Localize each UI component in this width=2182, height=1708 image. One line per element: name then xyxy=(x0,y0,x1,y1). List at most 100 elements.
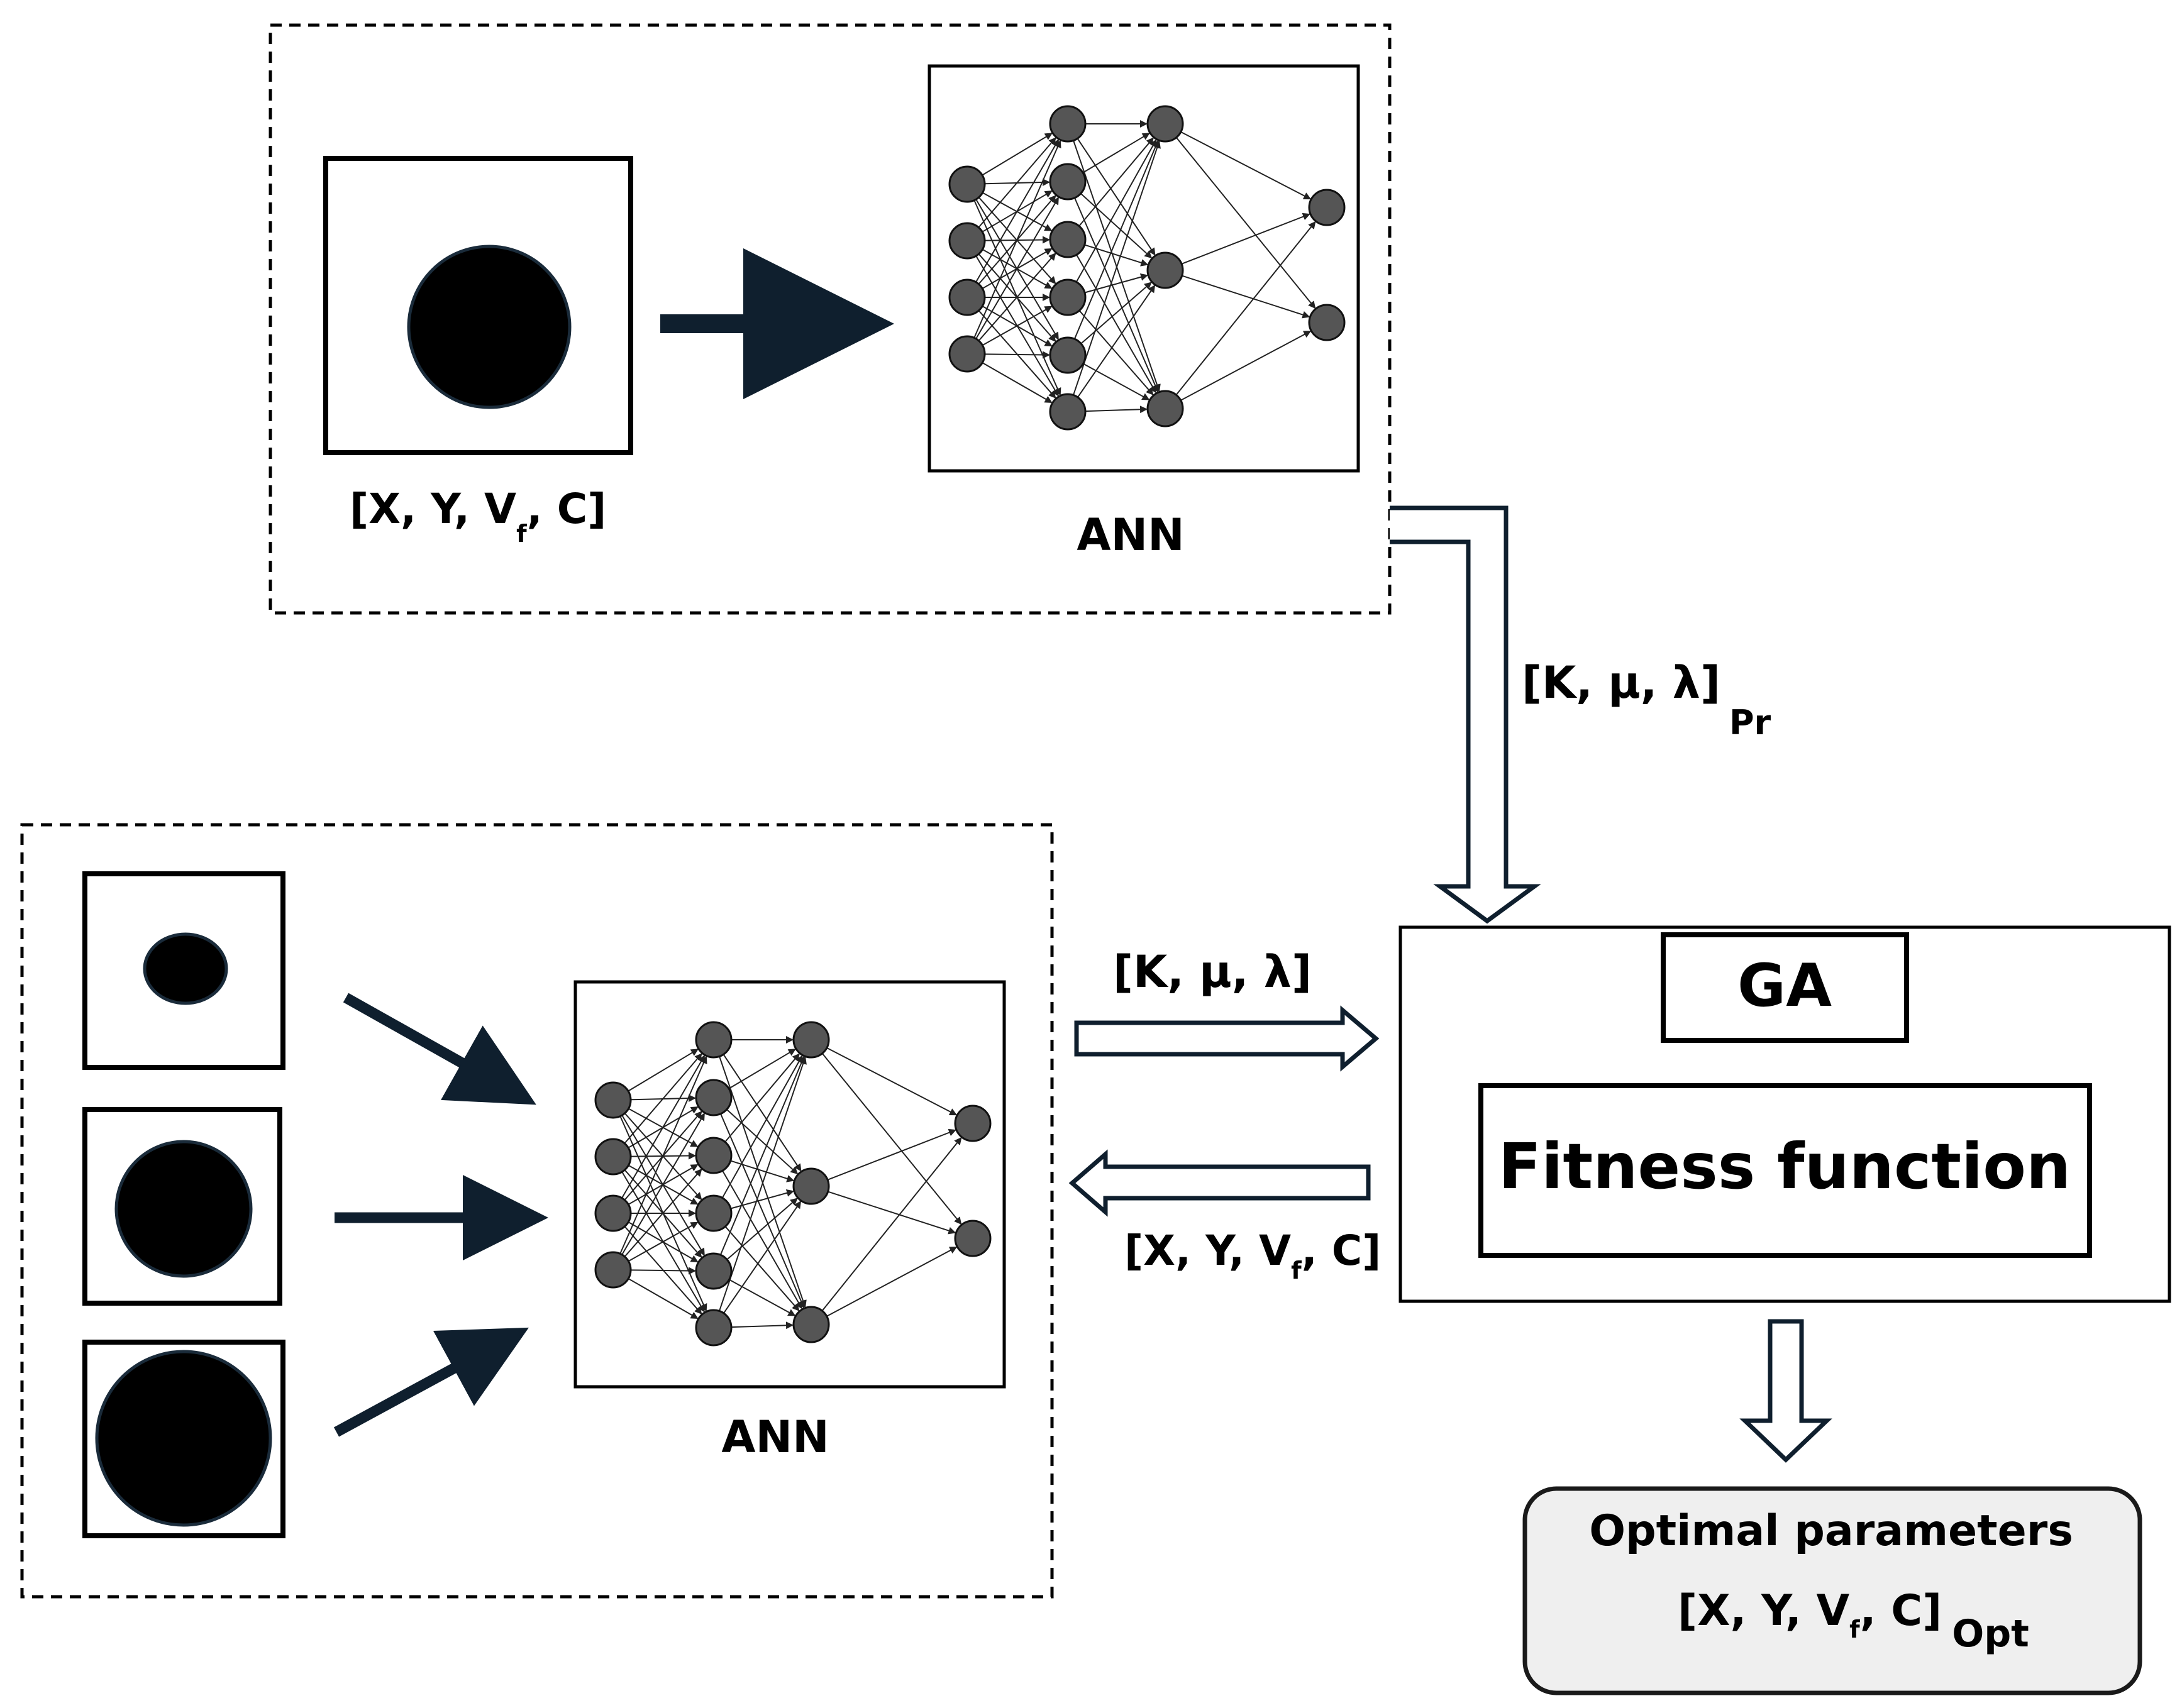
ann-edge xyxy=(1083,363,1150,400)
ann-node xyxy=(1049,221,1087,258)
ann-edge xyxy=(721,1055,803,1199)
ann-node xyxy=(594,1194,632,1232)
ann-edge xyxy=(1074,197,1159,393)
ann-node xyxy=(948,222,986,260)
top-fiber-circle xyxy=(407,245,572,409)
bottom-ann-network xyxy=(594,1021,992,1347)
ann-edge xyxy=(621,1055,705,1199)
top-dashed-panel xyxy=(269,23,1392,615)
ann-node xyxy=(948,278,986,316)
ann-node xyxy=(594,1138,632,1176)
ann-edge xyxy=(628,1221,699,1262)
ann-edge xyxy=(723,1201,802,1314)
ann-node xyxy=(1308,189,1346,226)
ann-node xyxy=(695,1137,733,1174)
ga-title-box xyxy=(1661,932,1909,1043)
ann-edge xyxy=(1073,140,1161,392)
ann-node xyxy=(1049,336,1087,374)
ann-edge xyxy=(1073,140,1161,395)
fitness-function-box xyxy=(1478,1083,2092,1258)
prediction-label: [K, μ, λ]Pr xyxy=(1522,657,1771,742)
ann-node xyxy=(1049,393,1087,431)
ann-edge xyxy=(1076,254,1157,394)
optimal-parameters-box xyxy=(1522,1486,2142,1695)
ann-edge xyxy=(624,1169,702,1257)
ann-edge xyxy=(1078,137,1154,227)
ann-node xyxy=(954,1220,992,1257)
prediction-elbow-arrow xyxy=(1390,505,1541,924)
ann-node xyxy=(1146,251,1184,289)
forward-label: [K, μ, λ] xyxy=(1113,946,1312,998)
ann-edge xyxy=(982,306,1053,346)
optimal-parameters-title: Optimal parameters xyxy=(1589,1506,2073,1556)
ann-edge xyxy=(978,253,1056,341)
ann-node xyxy=(695,1194,733,1232)
ann-edge xyxy=(975,139,1059,283)
ann-edge xyxy=(975,197,1059,339)
ann-edge xyxy=(1175,137,1316,309)
ann-edge xyxy=(729,1279,796,1316)
ann-edge xyxy=(828,1191,956,1235)
ann-edge xyxy=(973,140,1061,338)
ann-edge xyxy=(621,1113,705,1255)
ann-node xyxy=(1146,105,1184,143)
ann-edge xyxy=(619,1055,707,1254)
optimal-parameters-values: [X, Y, Vf, C]Opt xyxy=(1678,1586,2029,1656)
ann-edge xyxy=(726,1198,798,1260)
ann-edge xyxy=(978,137,1056,228)
sample-arrow-1 xyxy=(343,993,536,1105)
ann-node xyxy=(1049,278,1087,316)
ann-edge xyxy=(628,1278,699,1320)
ann-node xyxy=(1049,163,1087,201)
bottom-ann-box xyxy=(573,980,1006,1389)
ann-node xyxy=(792,1306,830,1343)
ann-node xyxy=(695,1252,733,1290)
ann-node xyxy=(695,1309,733,1347)
sample-fiber-medium xyxy=(114,1140,253,1278)
top-ann-label: ANN xyxy=(1077,509,1184,561)
top-ann-network xyxy=(948,105,1346,431)
ann-edge xyxy=(1085,405,1148,414)
ann-edge xyxy=(728,1049,796,1089)
ann-node xyxy=(594,1081,632,1119)
ann-edge xyxy=(1180,331,1312,401)
ann-edge xyxy=(984,351,1051,359)
ann-edge xyxy=(1181,212,1310,265)
ann-edge xyxy=(1082,133,1150,174)
ann-edge xyxy=(1080,282,1152,344)
ann-edge xyxy=(719,1056,807,1308)
ann-node xyxy=(948,165,986,203)
ann-edge xyxy=(827,1128,956,1181)
ann-node xyxy=(1049,105,1087,143)
ann-edge xyxy=(726,1109,799,1175)
ann-edge xyxy=(719,1055,806,1255)
ann-edge xyxy=(982,362,1053,404)
ann-edge xyxy=(1073,140,1160,339)
ann-edge xyxy=(1075,139,1157,283)
bottom-ann-label: ANN xyxy=(721,1411,829,1463)
ann-edge xyxy=(624,1053,702,1144)
ann-node xyxy=(695,1021,733,1059)
ann-node xyxy=(695,1079,733,1116)
ann-edge xyxy=(731,1321,794,1330)
ann-edge xyxy=(1175,221,1316,395)
ann-node xyxy=(1308,304,1346,341)
ann-node xyxy=(792,1021,830,1059)
ann-edge xyxy=(724,1226,800,1311)
bottom-dashed-panel xyxy=(20,823,1054,1599)
sample-arrow-3 xyxy=(333,1327,529,1437)
ann-node xyxy=(948,335,986,373)
ann-edge xyxy=(826,1247,958,1317)
ann-node xyxy=(792,1167,830,1205)
sample-fiber-large xyxy=(95,1350,272,1527)
sample-fiber-small xyxy=(143,932,228,1005)
ann-node xyxy=(954,1105,992,1142)
top-input-label: [X, Y, Vf, C] xyxy=(350,485,606,548)
ann-edge xyxy=(821,1137,962,1311)
ann-node xyxy=(1146,390,1184,427)
backward-hollow-arrow xyxy=(1068,1149,1371,1217)
ann-edge xyxy=(1077,285,1156,398)
ann-edge xyxy=(723,1054,802,1172)
ann-edge xyxy=(1080,193,1153,259)
